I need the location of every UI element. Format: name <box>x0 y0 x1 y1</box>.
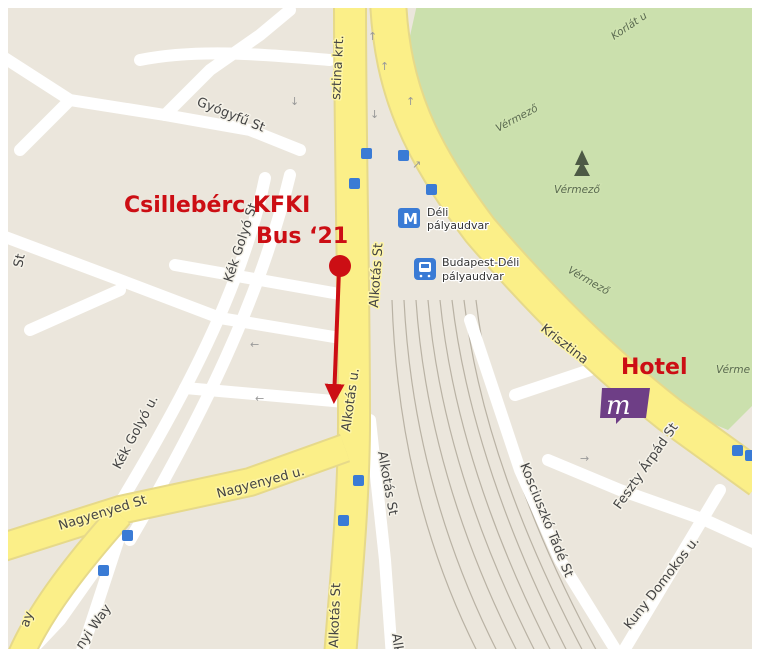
svg-text:↓: ↓ <box>370 108 379 121</box>
label-alkotas-upper: Alkotás St <box>367 243 386 309</box>
metro-icon <box>398 208 420 228</box>
label-way-left: ay <box>18 609 38 629</box>
one-way-arrows: ↑ ↑ ↑ ↓ ↓ ← ← → ↗ <box>250 30 589 465</box>
hotel-label: Hotel <box>621 355 688 380</box>
bus-stop-annotation: Csillebérc KFKI Bus ‘21 <box>124 193 348 249</box>
metro-icon-letter: M <box>403 210 418 228</box>
svg-text:←: ← <box>250 338 259 351</box>
hotel-marker[interactable]: m <box>600 388 650 424</box>
svg-text:↓: ↓ <box>290 95 299 108</box>
bus-stop-marker[interactable] <box>329 255 351 277</box>
park-name-label: Vérmező <box>554 184 601 196</box>
park-vermezo[interactable] <box>398 8 752 430</box>
hotel-logo-icon: m <box>606 391 631 421</box>
metro-label-line1: Déli <box>427 206 448 219</box>
svg-text:←: ← <box>255 392 264 405</box>
label-alkotas-lower: Alkotás St <box>327 583 344 648</box>
svg-text:↑: ↑ <box>380 60 389 73</box>
major-roads <box>8 8 752 649</box>
label-vermezo-edge: Vérme <box>716 364 750 376</box>
railway-tracks <box>391 299 597 649</box>
bus-stop-subtitle: Bus ‘21 <box>256 224 348 249</box>
bus-stop-icons[interactable] <box>98 148 752 576</box>
label-krisztina-top: sztina krt. <box>329 35 347 100</box>
label-edge-left: St <box>11 253 28 269</box>
metro-station[interactable]: M Déli pályaudvar <box>398 205 490 233</box>
rail-label-line1: Budapest-Déli <box>442 256 519 269</box>
svg-text:→: → <box>580 452 589 465</box>
railway-station[interactable]: Budapest-Déli pályaudvar <box>414 255 521 284</box>
minor-roads <box>8 8 752 649</box>
svg-text:↑: ↑ <box>406 95 415 108</box>
svg-text:↗: ↗ <box>412 158 421 171</box>
metro-label-line2: pályaudvar <box>427 219 489 232</box>
tree-icon <box>574 150 590 176</box>
label-alkotas-cut: Alk <box>388 632 406 649</box>
bus-stop-title: Csillebérc KFKI <box>124 193 310 218</box>
rail-label-line2: pályaudvar <box>442 270 504 283</box>
walking-arrow <box>324 269 345 404</box>
map-frame: ↑↑↑ ↓↓← ←→↗ sztina krt. Gyógyfű St Kék G… <box>8 8 752 649</box>
svg-text:↑: ↑ <box>368 30 377 43</box>
map[interactable]: ↑↑↑ ↓↓← ←→↗ sztina krt. Gyógyfű St Kék G… <box>8 8 752 649</box>
